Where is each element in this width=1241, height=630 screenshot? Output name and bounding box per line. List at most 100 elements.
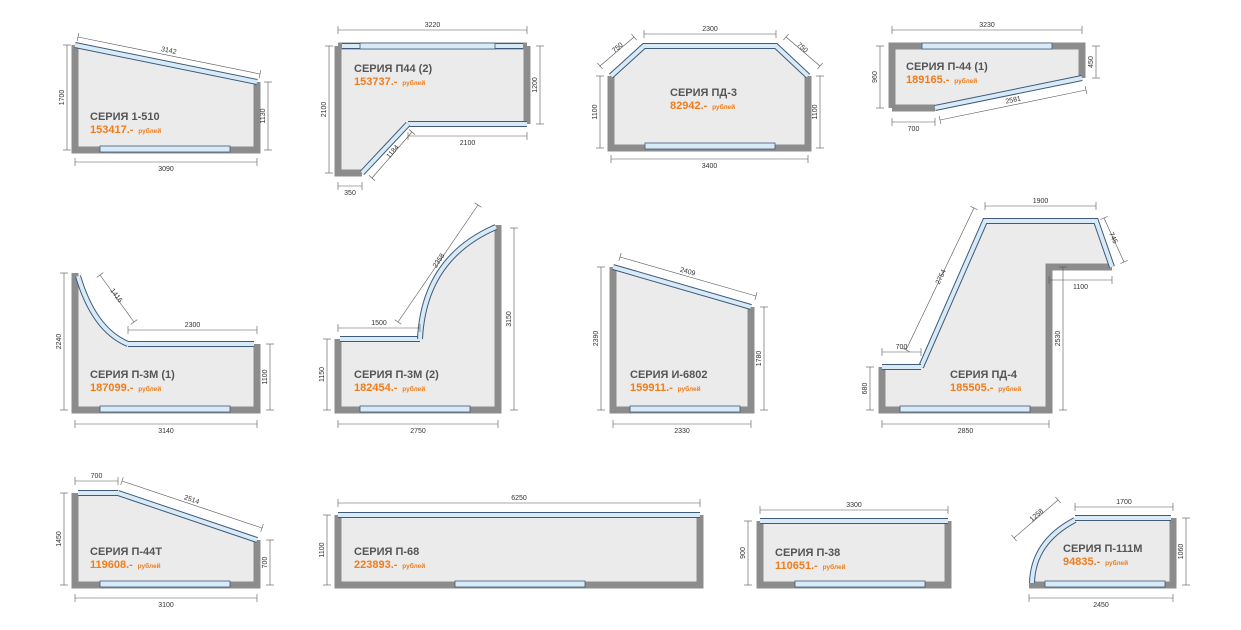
dimension-label-top: 3300 bbox=[846, 502, 862, 509]
dimension-tick bbox=[970, 206, 978, 210]
series-price: 187099.- рублей bbox=[90, 382, 161, 394]
dimension-label-diag_right: 745 bbox=[1107, 231, 1118, 245]
window-sill bbox=[359, 405, 471, 413]
dimension-line-diag bbox=[371, 131, 413, 179]
glazing-pane bbox=[612, 265, 752, 309]
dimension-label-diag: 2514 bbox=[183, 494, 200, 506]
floor-plan-area bbox=[760, 521, 948, 585]
series-price: 82942.- рублей bbox=[670, 100, 735, 112]
glazing-pane bbox=[418, 225, 497, 340]
series-price: 110651.- рублей bbox=[775, 560, 846, 572]
dimension-line-arc bbox=[99, 274, 135, 323]
dimension-tick bbox=[817, 62, 823, 70]
floor-plan-area bbox=[611, 46, 808, 148]
dimension-label-diag_left: 2754 bbox=[935, 268, 948, 285]
dimension-label-bottom: 2750 bbox=[410, 428, 426, 435]
glazing-pane bbox=[76, 275, 129, 346]
dimension-label-inner: 2100 bbox=[460, 140, 476, 147]
series-price: 185505.- рублей bbox=[950, 382, 1021, 394]
glazing-pane bbox=[117, 491, 258, 542]
dimension-label-bottom_left: 700 bbox=[908, 126, 920, 133]
dimension-label-bottom: 2330 bbox=[674, 428, 690, 435]
dimension-label-right: 2530 bbox=[1055, 331, 1062, 347]
dimension-label-left: 960 bbox=[872, 71, 879, 83]
dimension-label-right: 3150 bbox=[506, 311, 513, 327]
dimension-label-left: 2240 bbox=[56, 334, 63, 350]
floor-plan-area bbox=[338, 225, 498, 410]
dimension-tick bbox=[96, 272, 104, 278]
window-sill bbox=[359, 42, 496, 50]
dimension-tick bbox=[408, 129, 416, 135]
wall-line bbox=[334, 46, 362, 177]
dimension-line-diag_right bbox=[785, 36, 821, 67]
series-title: СЕРИЯ ПД-3 bbox=[670, 87, 737, 99]
floor-plan-area bbox=[882, 221, 1112, 410]
series-title: СЕРИЯ П-38 bbox=[775, 547, 840, 559]
price-value: 182454.- bbox=[354, 382, 398, 394]
price-value: 110651.- bbox=[775, 560, 818, 572]
dimension-label-left: 2100 bbox=[321, 102, 328, 118]
dimension-label-left: 1150 bbox=[319, 367, 326, 382]
dimension-label-bottom_diag: 2581 bbox=[1005, 96, 1022, 106]
price-value: 82942.- bbox=[670, 100, 708, 112]
window-sill bbox=[921, 42, 1053, 50]
price-currency: рублей bbox=[400, 562, 425, 570]
price-currency: рублей bbox=[136, 385, 161, 393]
dimension-label-top: 3142 bbox=[160, 46, 177, 56]
dimension-tick bbox=[394, 319, 402, 325]
glazing-pane bbox=[1030, 518, 1076, 584]
series-price: 153737.- рублей bbox=[354, 76, 425, 88]
dimension-line-arc bbox=[1013, 499, 1059, 539]
dimension-tick bbox=[120, 477, 124, 485]
dimension-tick bbox=[1011, 534, 1017, 542]
price-currency: рублей bbox=[996, 385, 1021, 393]
price-value: 119608.- bbox=[90, 559, 133, 571]
price-value: 153417.- bbox=[90, 124, 134, 136]
series-title: СЕРИЯ ПД-4 bbox=[950, 369, 1018, 381]
window-sill bbox=[99, 405, 231, 413]
price-value: 187099.- bbox=[90, 382, 134, 394]
dimension-tick bbox=[76, 33, 80, 41]
dimension-label-top: 1900 bbox=[1033, 198, 1049, 205]
series-price: 223893.- рублей bbox=[354, 559, 425, 571]
series-price: 94835.- рублей bbox=[1063, 556, 1128, 568]
floor-plan-area bbox=[1029, 518, 1173, 585]
series-title: СЕРИЯ П-111М bbox=[1063, 543, 1142, 555]
series-title: СЕРИЯ 1-510 bbox=[90, 111, 160, 123]
window-sill bbox=[644, 142, 776, 150]
glazing-pane bbox=[360, 122, 410, 175]
dimension-label-diag_right: 750 bbox=[795, 42, 809, 55]
dimension-label-top: 1500 bbox=[371, 320, 387, 327]
dimension-label-left: 1700 bbox=[59, 90, 66, 106]
window-sill bbox=[1044, 580, 1166, 588]
dimension-line-diag_left bbox=[599, 36, 635, 67]
series-price: 182454.- рублей bbox=[354, 382, 425, 394]
dimension-tick bbox=[618, 253, 622, 261]
price-value: 223893.- bbox=[354, 559, 398, 571]
dimension-label-bottom: 3400 bbox=[702, 163, 718, 170]
window-sill bbox=[629, 405, 741, 413]
dimension-tick bbox=[1120, 260, 1128, 264]
dimension-label-top: 2300 bbox=[185, 322, 201, 329]
dimension-line-diag bbox=[121, 480, 263, 529]
dimension-label-top: 3220 bbox=[425, 22, 441, 29]
price-currency: рублей bbox=[136, 562, 161, 570]
floor-plan-area bbox=[75, 493, 257, 585]
floor-plan-area bbox=[892, 46, 1082, 108]
dimension-label-top: 2409 bbox=[679, 267, 696, 278]
dimension-label-left: 680 bbox=[862, 383, 869, 395]
series-title: СЕРИЯ П44 (2) bbox=[354, 63, 432, 75]
